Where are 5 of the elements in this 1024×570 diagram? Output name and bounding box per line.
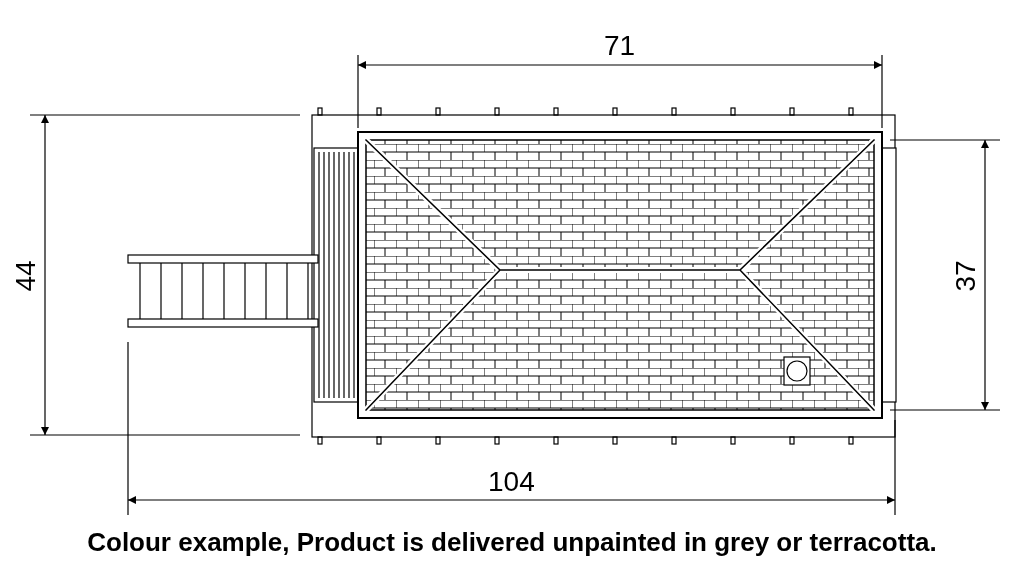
dimension-label: 71 [604, 32, 636, 60]
caption: Colour example, Product is delivered unpainted in grey or terracotta. [86, 527, 938, 558]
dimension-label: 37 [951, 260, 980, 292]
dimension-label: 44 [11, 260, 40, 292]
dimension-label: 104 [488, 468, 535, 496]
